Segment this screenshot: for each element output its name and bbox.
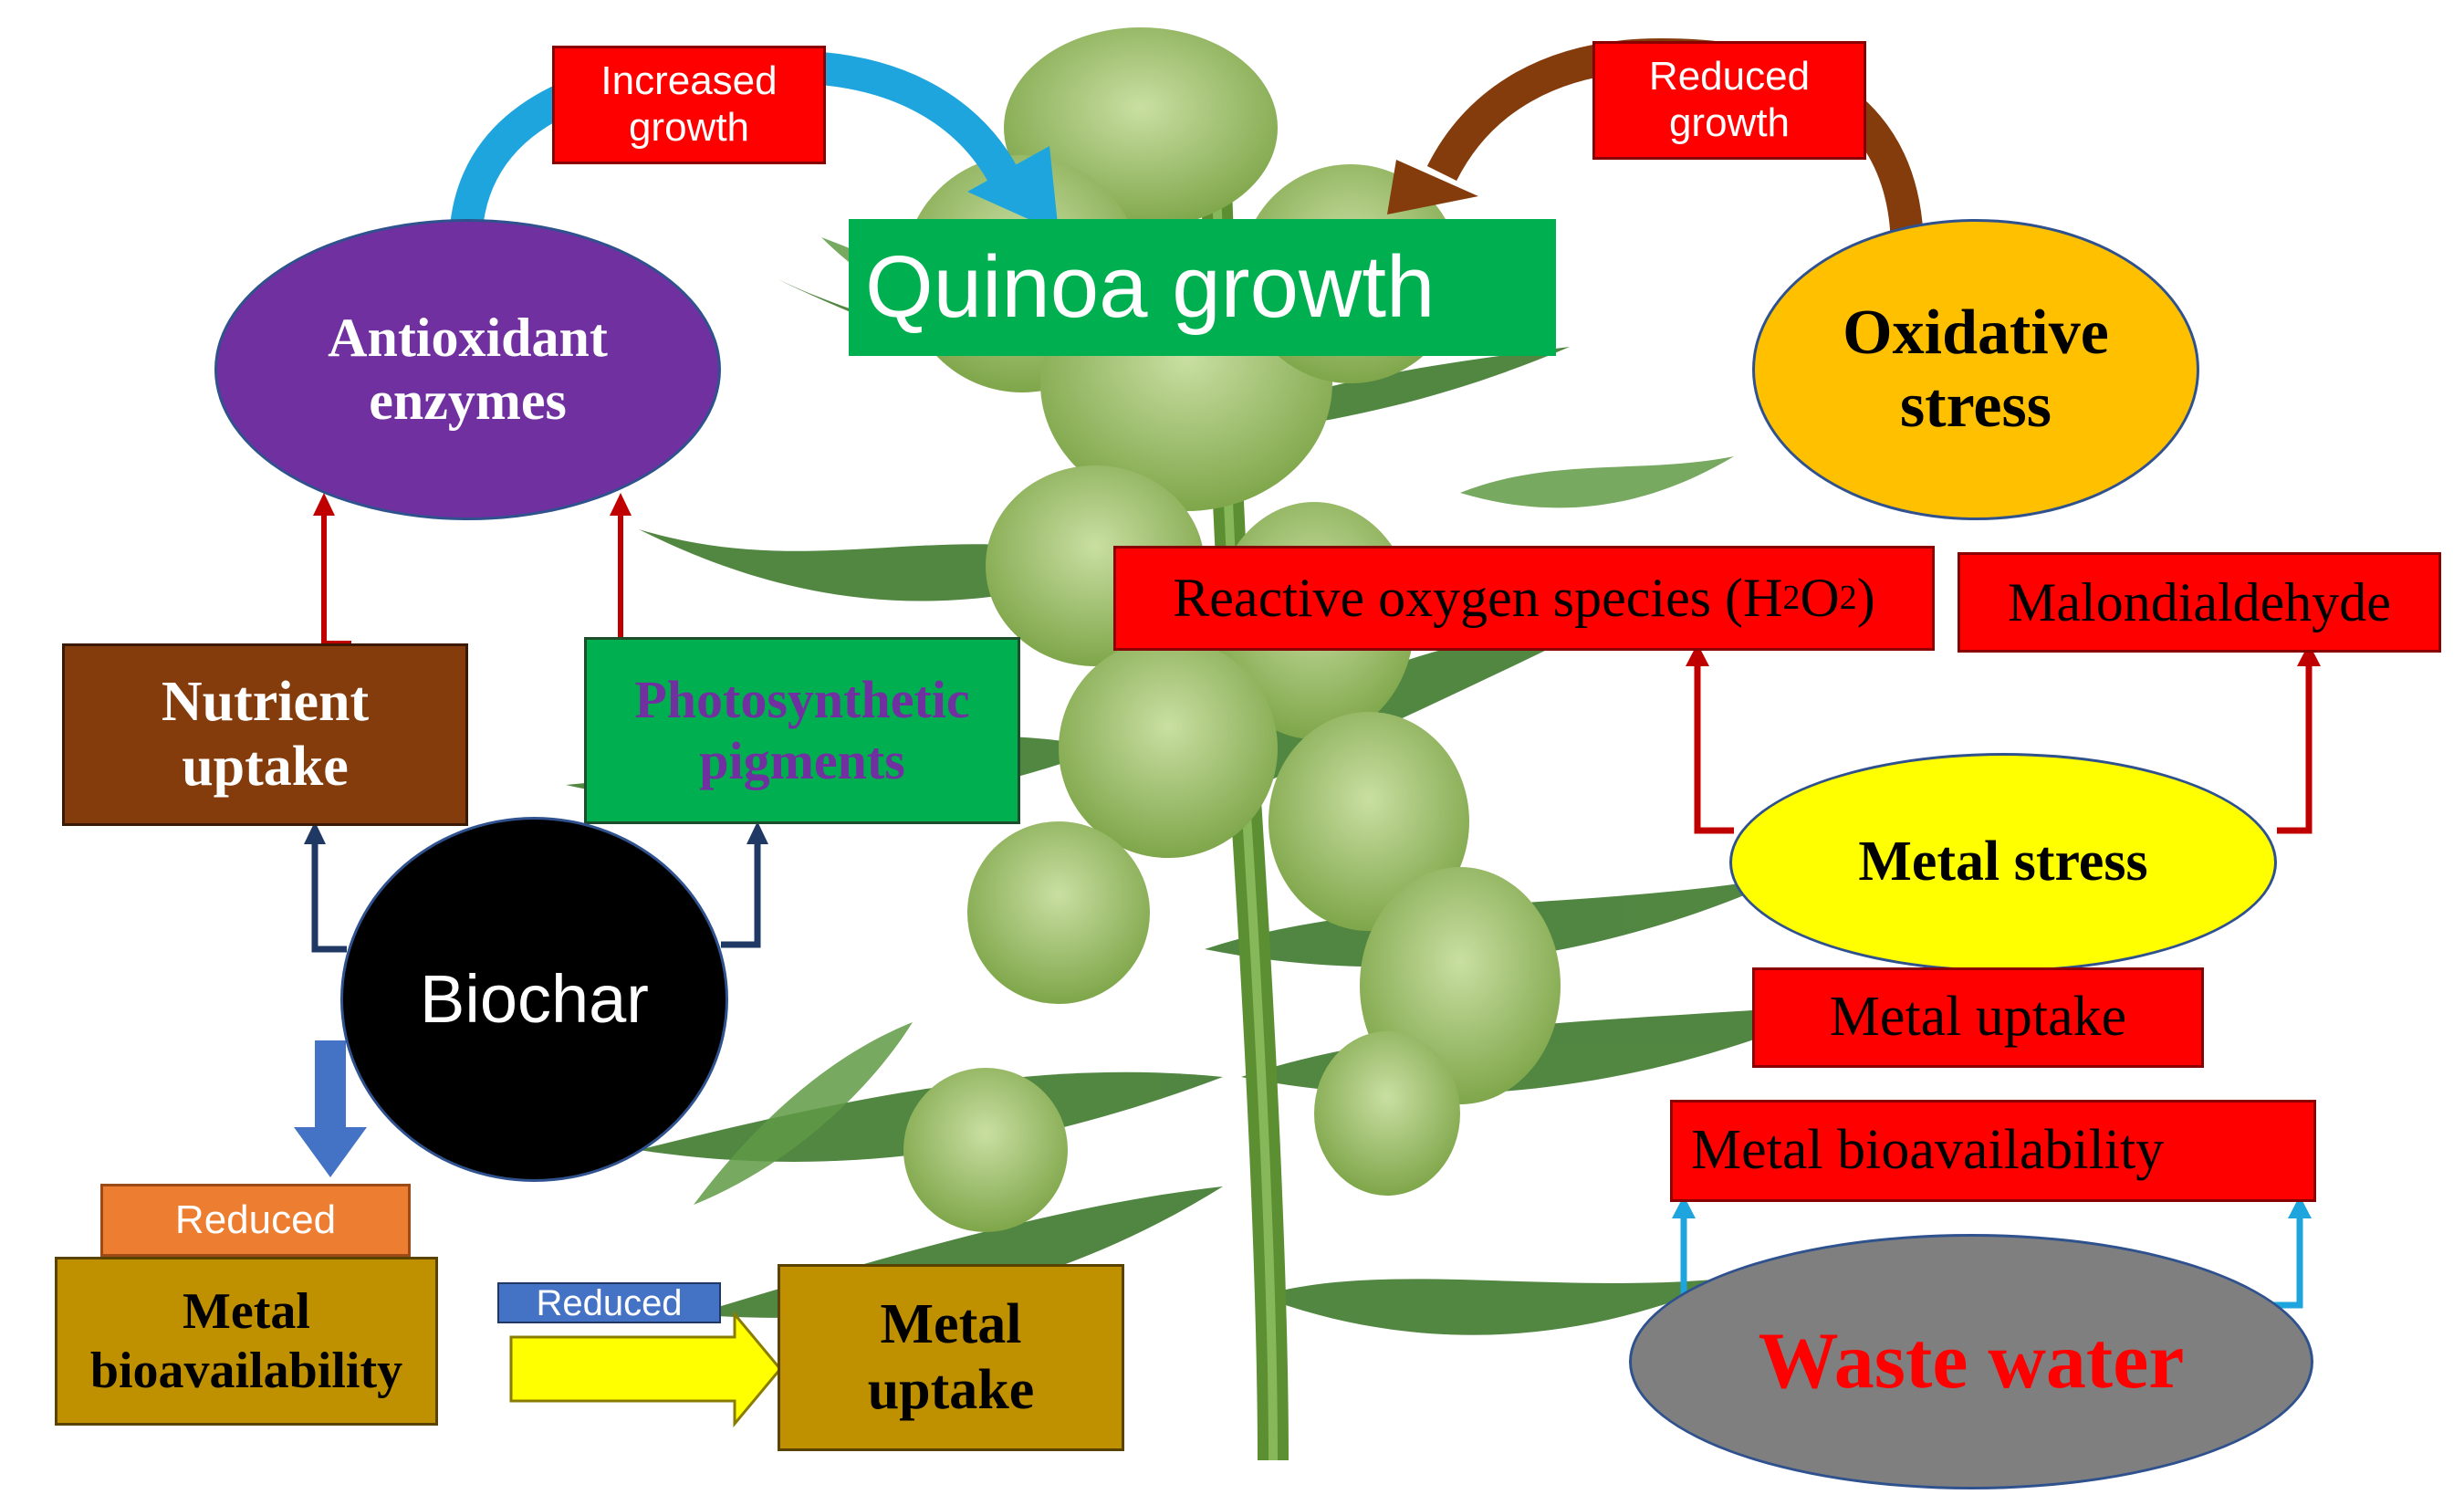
- ros-label-prefix: Reactive oxygen species (H: [1173, 568, 1783, 628]
- increased-growth-label: Increased growth: [552, 46, 826, 164]
- antioxidant-enzymes-node: Antioxidant enzymes: [214, 219, 721, 520]
- metal-stress-node: Metal stress: [1729, 753, 2277, 972]
- photosynthetic-pigments-box: Photosynthetic pigments: [584, 637, 1020, 824]
- nutrient-uptake-box: Nutrient uptake: [62, 643, 468, 826]
- stress-to-mda-arrow: [2277, 662, 2313, 834]
- metal-uptake-bottom-box: Metal uptake: [778, 1264, 1124, 1451]
- reduced-uptake-arrow: [509, 1310, 782, 1428]
- metal-bioavailability-left-box: Metal bioavailability: [55, 1257, 438, 1426]
- biochar-node: Biochar: [340, 817, 728, 1182]
- nutrient-to-enzymes-arrow: [321, 511, 351, 646]
- reduced-orange-label: Reduced: [100, 1184, 411, 1257]
- ros-label-suffix: ): [1856, 568, 1875, 628]
- biochar-down-arrowhead: [294, 1127, 367, 1177]
- biochar-to-pigments-arrow: [721, 840, 761, 948]
- metal-bioavailability-right-box: Metal bioavailability: [1670, 1100, 2316, 1202]
- waste-water-node: Waste water: [1629, 1234, 2313, 1489]
- reduced-blue-label: Reduced: [497, 1282, 721, 1323]
- metal-uptake-right-box: Metal uptake: [1752, 967, 2204, 1068]
- biochar-to-nutrient-arrow: [311, 840, 347, 953]
- biochar-down-arrow-shaft: [315, 1040, 346, 1132]
- increased-growth-arrowhead: [967, 146, 1059, 233]
- water-to-bioavail-right-arrow: [2272, 1214, 2303, 1309]
- ros-label-oxygen: O: [1800, 568, 1840, 628]
- ros-subscript-2: 2: [1839, 578, 1857, 617]
- reduced-growth-label: Reduced growth: [1592, 41, 1866, 160]
- ros-subscript-1: 2: [1782, 578, 1801, 617]
- quinoa-growth-box: Quinoa growth: [849, 219, 1556, 356]
- oxidative-stress-node: Oxidative stress: [1752, 219, 2199, 520]
- stress-to-ros-arrow: [1694, 662, 1734, 834]
- reduced-growth-arrowhead: [1387, 160, 1478, 214]
- malondialdehyde-box: Malondialdehyde: [1958, 552, 2441, 653]
